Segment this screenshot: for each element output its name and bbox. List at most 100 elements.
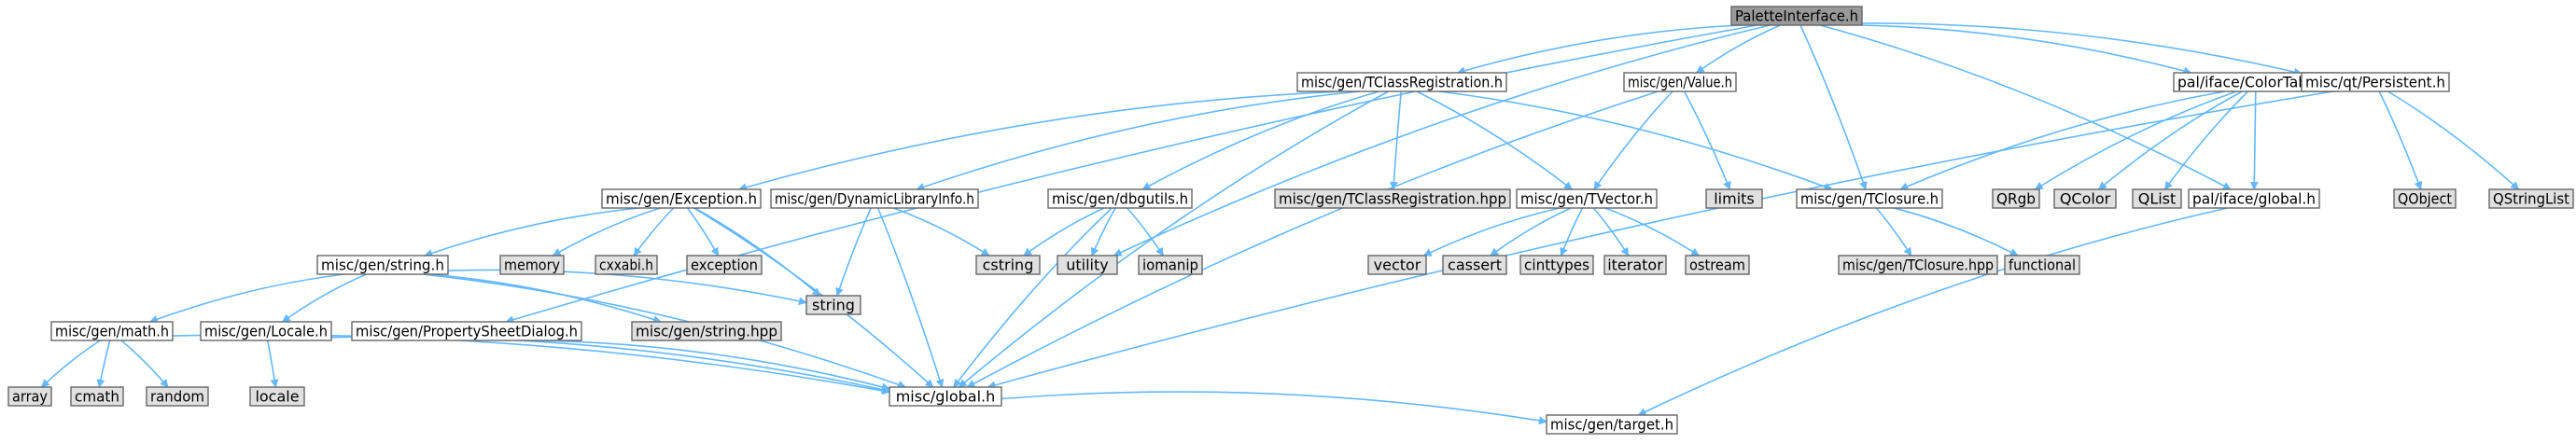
node-box-vector	[1367, 255, 1427, 275]
node-layer: PaletteInterface.h misc/gen/TClassRegistr…	[7, 6, 2574, 435]
node-math[interactable]: misc/gen/math.h	[50, 321, 174, 341]
edge-genstring-to-string	[447, 269, 807, 306]
node-box-functional	[2004, 255, 2080, 275]
node-box-iterator	[1603, 255, 1667, 275]
node-root[interactable]: PaletteInterface.h	[1730, 6, 1863, 26]
node-array: array	[7, 386, 52, 407]
node-vector: vector	[1367, 255, 1427, 275]
node-label-cinttypes: cinttypes	[1524, 257, 1589, 274]
edge-root-to-tclassreg	[1456, 24, 1742, 76]
node-box-propsheet	[351, 321, 582, 341]
node-label-miscglobal: misc/global.h	[896, 388, 996, 406]
node-locale[interactable]: misc/gen/Locale.h	[200, 321, 332, 341]
edge-tclassreg-to-miscglobal	[958, 90, 1389, 388]
node-label-random: random	[150, 388, 204, 406]
node-target[interactable]: misc/gen/target.h	[1546, 414, 1678, 435]
node-box-tvector	[1516, 188, 1658, 209]
node-box-root	[1730, 6, 1863, 26]
edge-math-to-random	[120, 340, 169, 388]
node-tclosure[interactable]: misc/gen/TClosure.h	[1796, 188, 1943, 209]
edge-tclassreg-to-dyninfo	[916, 90, 1360, 191]
node-box-qstringlist	[2488, 188, 2574, 209]
edge-exception-to-miscglobal	[693, 207, 934, 388]
node-box-persistent	[2301, 72, 2450, 92]
edge-value-to-miscglobal	[966, 90, 1659, 388]
node-label-qstringlist: QStringList	[2493, 190, 2569, 208]
node-label-stringhpp: misc/gen/string.hpp	[636, 323, 777, 340]
node-colortable[interactable]: pal/iface/ColorTable.h	[2173, 72, 2339, 92]
edge-tclassreg-to-dbgutils	[1141, 90, 1380, 190]
edge-colortable-to-qcolor	[2097, 90, 2243, 190]
edge-root-to-utility	[1113, 24, 1771, 257]
node-localestd: locale	[249, 386, 305, 407]
node-box-tclassreg	[1296, 72, 1507, 92]
node-propsheet[interactable]: misc/gen/PropertySheetDialog.h	[351, 321, 582, 341]
node-tvector[interactable]: misc/gen/TVector.h	[1516, 188, 1658, 209]
edge-exception-to-string	[693, 207, 821, 297]
edge-layer	[40, 22, 2520, 425]
node-dyninfo[interactable]: misc/gen/DynamicLibraryInfo.h	[770, 188, 979, 209]
node-iterator: iterator	[1603, 255, 1667, 275]
node-cmath: cmath	[70, 386, 124, 407]
node-miscglobal[interactable]: misc/global.h	[889, 386, 1002, 407]
node-box-locale	[200, 321, 332, 341]
node-value[interactable]: misc/gen/Value.h	[1623, 72, 1737, 92]
node-label-cassert: cassert	[1448, 257, 1502, 274]
edge-dbgutils-to-miscglobal	[953, 207, 1113, 388]
edge-root-to-propsheet	[505, 24, 1757, 325]
node-label-iterator: iterator	[1607, 257, 1663, 274]
edge-exception-to-genstring	[424, 207, 639, 257]
node-label-functional: functional	[2009, 257, 2076, 274]
edge-tvector-to-ostream	[1604, 207, 1701, 257]
node-utility: utility	[1057, 255, 1118, 275]
node-qcolor: QColor	[2053, 188, 2117, 209]
node-box-array	[7, 386, 52, 407]
node-label-palglobal: pal/iface/global.h	[2192, 190, 2316, 208]
node-label-array: array	[12, 388, 48, 406]
edge-tclassreg-to-tclosure	[1438, 90, 1833, 191]
node-persistent[interactable]: misc/qt/Persistent.h	[2301, 72, 2450, 92]
node-dbgutils[interactable]: misc/gen/dbgutils.h	[1047, 188, 1193, 209]
node-iomanip: iomanip	[1138, 255, 1203, 275]
node-label-locale: misc/gen/Locale.h	[204, 323, 328, 340]
node-label-cxxabi: cxxabi.h	[599, 257, 653, 274]
node-label-qcolor: QColor	[2060, 190, 2111, 208]
node-label-cmath: cmath	[75, 388, 119, 406]
node-exception[interactable]: misc/gen/Exception.h	[601, 188, 762, 209]
edge-persistent-to-qstringlist	[2387, 90, 2520, 190]
node-box-qlist	[2132, 188, 2182, 209]
edge-tclosure-to-functional	[1893, 207, 2019, 257]
node-label-genstring: misc/gen/string.h	[321, 257, 444, 274]
edge-genstring-to-miscglobal	[422, 273, 907, 389]
node-label-memory: memory	[504, 257, 560, 274]
edge-math-to-cmath	[96, 340, 111, 388]
node-box-exception	[601, 188, 762, 209]
node-box-cassert	[1442, 255, 1507, 275]
node-label-math: misc/gen/math.h	[55, 323, 169, 340]
node-box-iomanip	[1138, 255, 1203, 275]
edge-persistent-to-miscglobal	[987, 90, 2333, 390]
node-random: random	[146, 386, 209, 407]
node-box-utility	[1057, 255, 1118, 275]
node-label-persistent: misc/qt/Persistent.h	[2305, 74, 2445, 91]
node-tclassreghpp: misc/gen/TClassRegistration.hpp	[1274, 188, 1511, 209]
edge-palglobal-to-target	[1637, 207, 2228, 416]
node-label-qlist: QList	[2138, 190, 2177, 208]
edge-genstring-to-locale	[281, 273, 367, 323]
node-box-cxxabi	[595, 255, 658, 275]
node-genstring[interactable]: misc/gen/string.h	[316, 255, 449, 275]
edge-locale-to-localestd	[266, 340, 279, 388]
node-box-target	[1546, 414, 1678, 435]
node-box-tclosurehpp	[1838, 255, 1998, 275]
node-palglobal[interactable]: pal/iface/global.h	[2188, 188, 2320, 209]
edge-value-to-limits	[1683, 90, 1731, 190]
node-box-tclosure	[1796, 188, 1943, 209]
node-box-ostream	[1685, 255, 1750, 275]
edge-root-to-tclosure	[1799, 24, 1868, 190]
node-box-dbgutils	[1047, 188, 1193, 209]
node-tclassreg[interactable]: misc/gen/TClassRegistration.h	[1296, 72, 1507, 92]
node-box-dyninfo	[770, 188, 979, 209]
node-memory: memory	[499, 255, 565, 275]
edge-exception-to-cxxabi	[633, 207, 675, 257]
